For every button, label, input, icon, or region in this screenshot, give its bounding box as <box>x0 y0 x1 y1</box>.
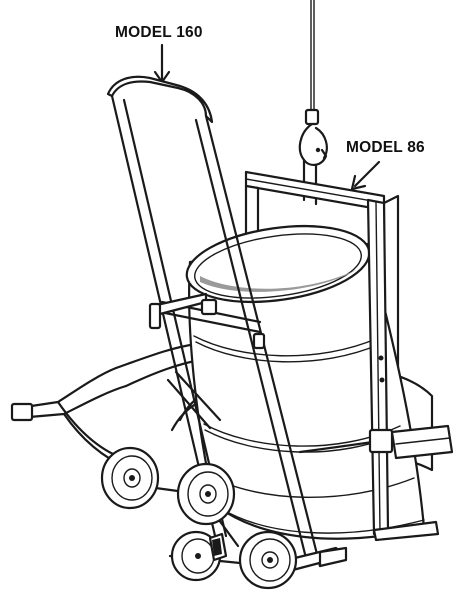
hoist-hook <box>298 0 328 206</box>
model-160-label: MODEL 160 <box>115 24 203 41</box>
wheel-cluster <box>100 446 298 590</box>
steel-drum <box>185 225 426 540</box>
model-160-callout: MODEL 160 <box>115 24 203 84</box>
wheel <box>238 530 298 590</box>
model-86-label: MODEL 86 <box>346 139 425 156</box>
model-86-callout: MODEL 86 <box>346 139 425 191</box>
wheel <box>100 446 160 510</box>
wheel <box>176 462 236 526</box>
lifter-frame-front <box>298 198 454 542</box>
model-86-arrow <box>353 160 381 188</box>
